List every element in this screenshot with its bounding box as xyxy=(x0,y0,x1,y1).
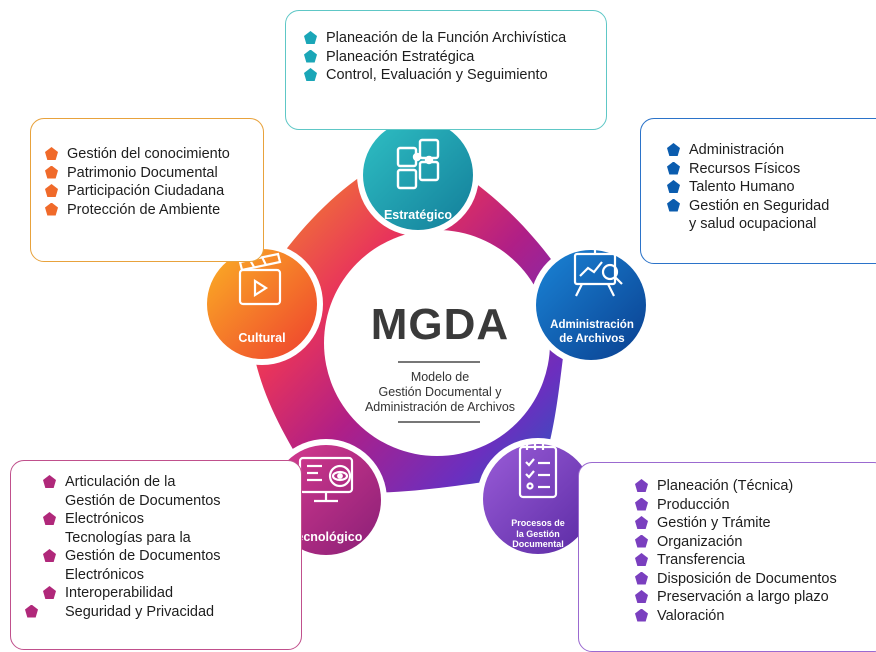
list-item: Articulación de la xyxy=(43,473,301,492)
bullet-icon xyxy=(635,534,648,548)
list-item: Organización xyxy=(635,533,876,552)
bullet-icon xyxy=(304,68,317,81)
list-item: Administración xyxy=(667,141,876,160)
bullet-icon xyxy=(635,571,648,585)
label-line: Estratégico xyxy=(383,208,453,222)
bullet-icon xyxy=(667,180,680,193)
bullet-icon xyxy=(25,604,38,618)
bullet-icon xyxy=(45,147,58,160)
component-label-estrategico[interactable]: Estratégico xyxy=(378,208,458,222)
list-item: Participación Ciudadana xyxy=(45,182,263,201)
bullet-icon xyxy=(45,202,58,216)
bullet-icon xyxy=(635,553,648,566)
bullet-icon xyxy=(304,31,317,44)
item-list: Planeación de la Función Archivística Pl… xyxy=(304,29,606,85)
item-list: Administración Recursos Físicos Talento … xyxy=(667,141,876,234)
bullet-icon xyxy=(43,475,56,488)
bullet-icon xyxy=(667,143,680,156)
list-item: Interoperabilidad xyxy=(43,584,301,603)
list-item: Talento Humano xyxy=(667,178,876,197)
list-item: Gestión y Trámite xyxy=(635,514,876,533)
label-line: Documental xyxy=(512,539,564,549)
bullet-icon xyxy=(635,516,648,529)
list-item: Electrónicos xyxy=(65,566,144,583)
bullet-icon xyxy=(43,549,56,562)
label-line: Cultural xyxy=(238,331,286,345)
component-label-tecnologico[interactable]: Tecnológico xyxy=(282,530,370,544)
subtitle-line: Gestión Documental y xyxy=(378,385,502,399)
list-item: Planeación Estratégica xyxy=(304,48,606,67)
analytics-board-icon xyxy=(573,249,623,297)
list-item: y salud ocupacional xyxy=(689,216,817,232)
bullet-icon xyxy=(635,497,648,511)
bullet-icon xyxy=(45,165,58,179)
list-item: Planeación (Técnica) xyxy=(635,477,876,496)
list-item: Electrónicos xyxy=(43,510,301,529)
monitor-eye-icon xyxy=(298,456,354,503)
puzzle-icon xyxy=(396,138,440,190)
item-list: Gestión del conocimiento Patrimonio Docu… xyxy=(45,145,263,219)
list-item: Tecnologías para la xyxy=(65,529,191,546)
subtitle-line: Modelo de xyxy=(410,370,470,384)
box-tecnologico: Articulación de la Gestión de Documentos… xyxy=(10,460,302,650)
label-line: de Archivos xyxy=(559,333,625,345)
list-item: Planeación de la Función Archivística xyxy=(304,29,606,48)
list-item: Seguridad y Privacidad xyxy=(25,603,301,622)
label-line: la Gestión xyxy=(516,528,560,539)
bullet-icon xyxy=(635,608,648,622)
bullet-icon xyxy=(43,586,56,599)
box-cultural: Gestión del conocimiento Patrimonio Docu… xyxy=(30,118,264,262)
box-procesos: Planeación (Técnica) Producción Gestión … xyxy=(578,462,876,652)
divider xyxy=(398,361,480,363)
list-item: Preservación a largo plazo xyxy=(635,588,876,607)
list-item: Gestión de Documentos xyxy=(65,492,221,509)
divider xyxy=(398,421,480,423)
list-item: Producción xyxy=(635,496,876,515)
bullet-icon xyxy=(45,184,58,197)
subtitle-line: Administración de Archivos xyxy=(364,400,516,414)
component-label-cultural[interactable]: Cultural xyxy=(222,331,302,345)
bullet-icon xyxy=(635,479,648,492)
bullet-icon xyxy=(304,49,317,63)
list-item: Transferencia xyxy=(635,551,876,570)
label-line: Procesos de xyxy=(511,518,565,528)
model-title: MGDA xyxy=(370,300,510,349)
box-administracion: Administración Recursos Físicos Talento … xyxy=(640,118,876,264)
checklist-icon xyxy=(518,444,558,499)
list-item: Protección de Ambiente xyxy=(45,201,263,220)
item-list: Articulación de la Gestión de Documentos… xyxy=(25,473,301,622)
bullet-icon xyxy=(635,590,648,603)
bullet-icon xyxy=(667,161,680,175)
list-item: Gestión del conocimiento xyxy=(45,145,263,164)
model-subtitle: Modelo de Gestión Documental y Administr… xyxy=(330,370,550,415)
label-line: Tecnológico xyxy=(289,530,363,544)
list-item: Gestión de Documentos xyxy=(43,547,301,566)
label-line: Administración xyxy=(550,319,634,331)
list-item: Valoración xyxy=(635,607,876,626)
bullet-icon xyxy=(667,198,680,212)
list-item: Recursos Físicos xyxy=(667,160,876,179)
component-label-administracion[interactable]: Administración de Archivos xyxy=(546,318,638,346)
component-label-procesos[interactable]: Procesos de la Gestión Documental xyxy=(500,518,576,550)
item-list: Planeación (Técnica) Producción Gestión … xyxy=(635,477,876,625)
list-item: Disposición de Documentos xyxy=(635,570,876,589)
list-item: Patrimonio Documental xyxy=(45,164,263,183)
bullet-icon xyxy=(43,512,56,525)
box-estrategico: Planeación de la Función Archivística Pl… xyxy=(285,10,607,130)
list-item: Control, Evaluación y Seguimiento xyxy=(304,66,606,85)
list-item: Gestión en Seguridad xyxy=(667,197,876,216)
